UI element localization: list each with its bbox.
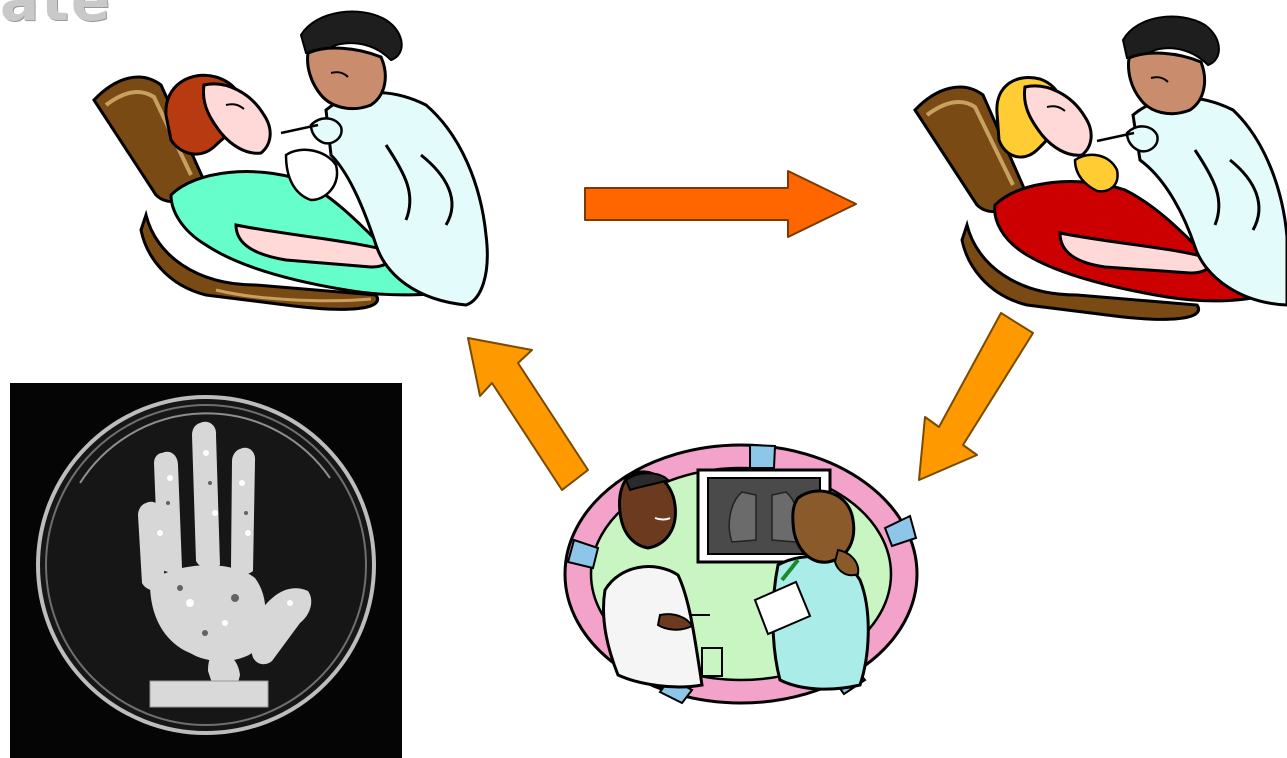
dentist-treating-patient-contaminated-icon [905, 5, 1287, 327]
plate-label [150, 681, 268, 707]
doctors-consultation-icon [560, 440, 922, 708]
arrow-down-left-icon [905, 305, 1050, 485]
arrow-right-icon [580, 168, 862, 240]
handprint-bacteria-culture-icon [10, 383, 402, 758]
dentist-treating-patient-clean-icon [86, 5, 506, 315]
